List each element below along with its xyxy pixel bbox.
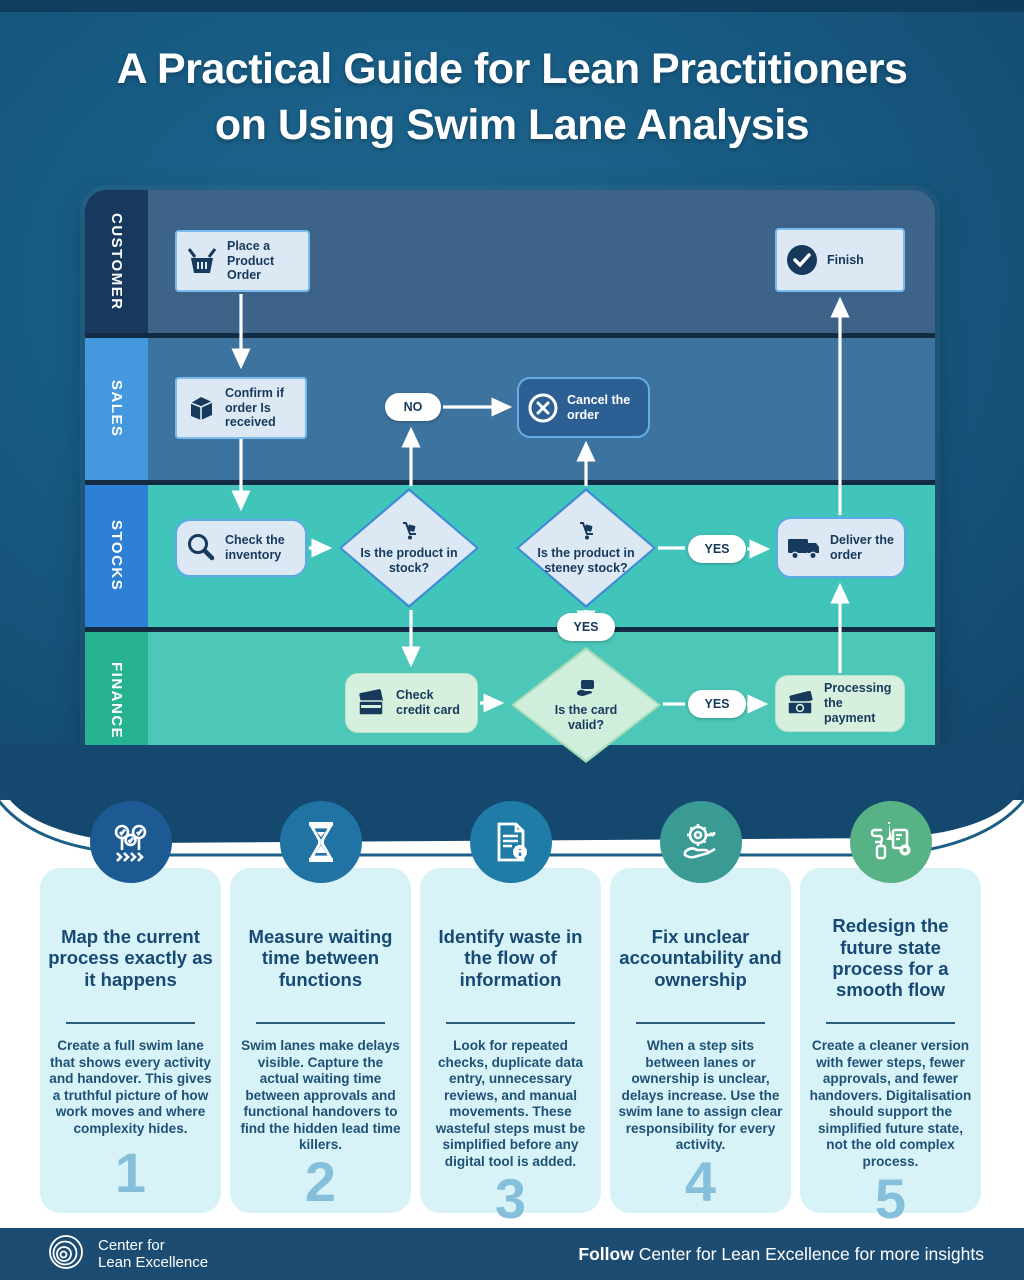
step-body: Look for repeated checks, duplicate data…	[435, 1038, 586, 1170]
decision-label: Is the product in stock?	[360, 546, 458, 575]
step-body: Create a cleaner version with fewer step…	[809, 1038, 972, 1170]
node-label: Finish	[827, 252, 864, 267]
footer-bar: Center for Lean Excellence Follow Center…	[0, 1228, 1024, 1280]
node-deliver-order: Deliver the order	[776, 517, 906, 578]
step-card-4: Fix unclear accountability and ownership…	[610, 801, 791, 1214]
step-title: Fix unclear accountability and ownership	[619, 925, 782, 990]
brand-logo-icon	[46, 1232, 86, 1277]
node-label: Check credit card	[396, 688, 460, 717]
step-body: When a step sits between lanes or owners…	[618, 1038, 783, 1153]
banknotes-icon	[784, 690, 816, 717]
pill-yes-payment: YES	[688, 690, 746, 718]
pill-yes-boundary: YES	[557, 613, 615, 641]
decision-steney-stock: Is the product in steney stock?	[516, 488, 656, 608]
node-check-inventory: Check the inventory	[175, 519, 307, 577]
flow-arrows	[231, 294, 850, 714]
check-circle-icon	[785, 243, 819, 277]
node-cancel-order: Cancel the order	[517, 377, 650, 438]
pill-yes-deliver: YES	[688, 535, 746, 563]
divider	[446, 1022, 575, 1024]
page-title-line2: on Using Swim Lane Analysis	[214, 100, 810, 149]
node-finish: Finish	[775, 228, 905, 292]
lane-label-stocks: STOCKS	[85, 485, 148, 627]
step-number: 3	[494, 1166, 527, 1230]
hand-truck-icon	[399, 521, 419, 544]
follow-text: Follow Center for Lean Excellence for mo…	[578, 1243, 984, 1264]
step-number: 1	[114, 1141, 147, 1204]
step-card-3: Identify waste in the flow of informatio…	[420, 801, 601, 1226]
brand-name: Center for Lean Excellence	[98, 1236, 209, 1271]
brand: Center for Lean Excellence	[46, 1232, 208, 1277]
step-number: 5	[874, 1166, 907, 1230]
magnifier-icon	[185, 532, 217, 564]
pill-no: NO	[385, 393, 441, 421]
package-box-icon	[185, 393, 217, 423]
gear-hand-icon	[659, 801, 742, 883]
lane-label-sales: SALES	[85, 338, 148, 480]
step-card-1: Map the current process exactly as it ha…	[40, 801, 221, 1213]
divider	[826, 1022, 955, 1024]
hourglass-icon	[279, 801, 362, 883]
decision-card-valid: Is the card valid?	[511, 647, 661, 763]
step-card-2: Measure waiting time between functions S…	[230, 801, 411, 1214]
node-label: Cancel the order	[567, 392, 631, 422]
shopping-basket-icon	[185, 246, 219, 276]
step-body: Create a full swim lane that shows every…	[49, 1038, 212, 1136]
decision-label: Is the card valid?	[554, 703, 618, 732]
node-label: Check the inventory	[225, 533, 285, 562]
lane-label-customer: CUSTOMER	[85, 190, 148, 333]
hand-card-icon	[575, 678, 597, 701]
divider	[636, 1022, 765, 1024]
node-label: Processing the payment	[824, 681, 892, 725]
divider	[256, 1022, 385, 1024]
step-title: Measure waiting time between functions	[248, 925, 393, 990]
steps-row: Map the current process exactly as it ha…	[40, 801, 984, 1226]
decision-in-stock: Is the product in stock?	[339, 488, 479, 608]
document-info-icon	[469, 801, 552, 883]
delivery-truck-icon	[786, 534, 822, 562]
x-circle-icon	[527, 392, 559, 424]
hand-truck-icon	[576, 521, 596, 544]
step-number: 2	[304, 1150, 337, 1214]
node-label: Deliver the order	[830, 532, 894, 562]
node-label: Place a Product Order	[227, 238, 275, 283]
step-body: Swim lanes make delays visible. Capture …	[240, 1038, 401, 1153]
node-check-credit-card: Check credit card	[345, 673, 478, 733]
swim-lane-diagram: CUSTOMER SALES STOCKS FINANCE	[85, 190, 935, 770]
page-title-line1: A Practical Guide for Lean Practitioners	[116, 45, 908, 93]
step-card-5: Redesign the future state process for a …	[800, 801, 981, 1226]
journey-map-icon	[89, 801, 172, 883]
decision-label: Is the product in steney stock?	[537, 546, 635, 575]
node-processing-payment: Processing the payment	[775, 675, 905, 732]
step-number: 4	[684, 1150, 717, 1214]
node-label: Confirm if order Is received	[225, 385, 285, 430]
redesign-tools-icon	[849, 801, 932, 883]
divider	[66, 1022, 195, 1024]
node-place-order: Place a Product Order	[175, 230, 310, 292]
credit-card-icon	[354, 688, 388, 718]
step-title: Identify waste in the flow of informatio…	[438, 925, 583, 990]
node-confirm-order: Confirm if order Is received	[175, 377, 307, 439]
step-title: Map the current process exactly as it ha…	[48, 925, 213, 990]
page-title: A Practical Guide for Lean Practitioners…	[0, 42, 1024, 154]
step-title: Redesign the future state process for a …	[832, 915, 949, 1001]
